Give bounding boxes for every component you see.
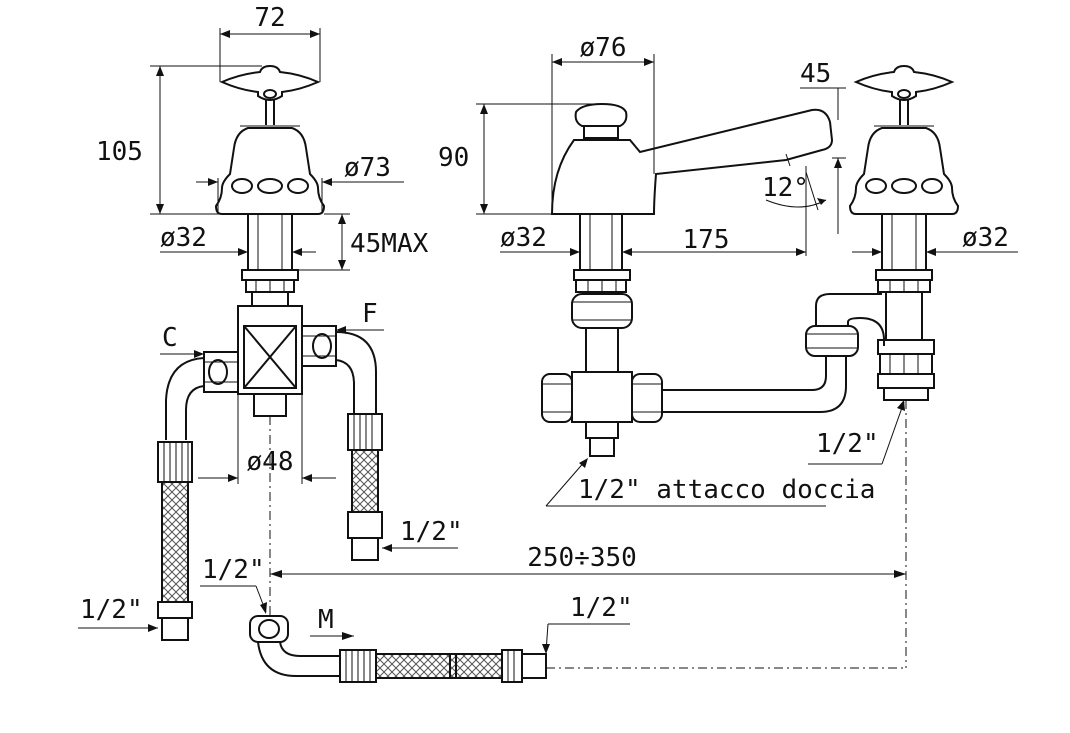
dim-spout-angle: 12° bbox=[762, 173, 809, 203]
dim-spout-base: ø76 bbox=[580, 33, 627, 63]
label-shower-outlet: 1/2" attacco doccia bbox=[578, 475, 875, 505]
label-hot: F bbox=[362, 299, 378, 329]
dim-handle-height: 105 bbox=[96, 137, 143, 167]
spout-assembly bbox=[541, 102, 885, 457]
label-thread-left-hose: 1/2" bbox=[400, 517, 463, 547]
bottom-hose bbox=[249, 615, 547, 683]
dimension-lines bbox=[78, 28, 1018, 669]
dim-handle-width: 72 bbox=[254, 3, 285, 33]
connection-labels: C F M 1/2" 1/2" 1/2" 1/2" 1/2" 1/2" atta… bbox=[80, 299, 879, 635]
left-valve-assembly bbox=[157, 64, 383, 641]
dimension-labels: 72 105 ø73 ø32 45MAX ø76 90 45 12° ø32 1… bbox=[96, 3, 1009, 573]
dim-spout-height: 90 bbox=[438, 143, 469, 173]
right-valve-assembly bbox=[848, 64, 960, 401]
dim-spout-tip: 45 bbox=[800, 59, 831, 89]
label-thread-right-inlet: 1/2" bbox=[816, 429, 879, 459]
dim-mixer-diameter: ø48 bbox=[247, 447, 294, 477]
dim-spout-reach: 175 bbox=[683, 225, 730, 255]
dim-shank-center: ø32 bbox=[500, 223, 547, 253]
label-cold: C bbox=[162, 323, 178, 353]
label-thread-lower-hose: 1/2" bbox=[570, 593, 633, 623]
dim-spacing-range: 250÷350 bbox=[527, 543, 637, 573]
label-mixed: M bbox=[318, 605, 334, 635]
dim-shank-left: ø32 bbox=[160, 223, 207, 253]
dim-cap-diameter: ø73 bbox=[344, 153, 391, 183]
label-thread-hose-right: 1/2" bbox=[202, 555, 265, 585]
label-thread-lower-left: 1/2" bbox=[80, 595, 143, 625]
dim-max-depth: 45MAX bbox=[350, 229, 429, 259]
dim-shank-right: ø32 bbox=[962, 223, 1009, 253]
